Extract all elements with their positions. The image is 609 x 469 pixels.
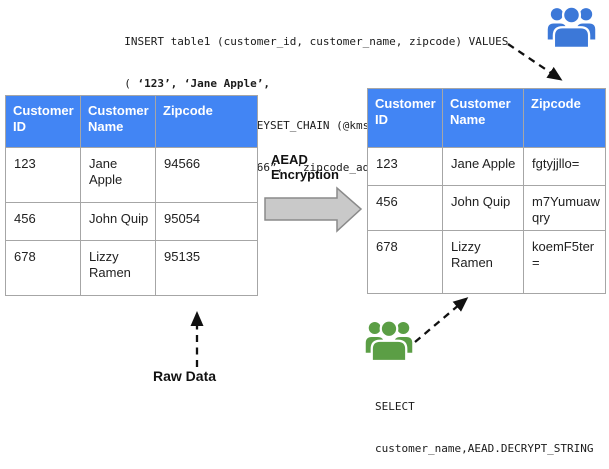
cell-zipcode: 94566 [155,147,258,203]
column-header-customer-name: Customer Name [80,95,156,148]
raw-data-label: Raw Data [153,368,217,384]
table-header-row: Customer ID Customer Name Zipcode [367,88,606,148]
table-row: 456 John Quip m7Yumuawqry [367,185,606,231]
column-header-customer-id: Customer ID [5,95,81,148]
cell-customer-id: 456 [5,202,81,241]
select-flow-dashed-arrow [414,297,469,343]
table-row: 678 Lizzy Ramen koemF5ter= [367,230,606,294]
cell-encrypted-zipcode: fgtyjjllo= [523,147,606,186]
table-row: 123 Jane Apple fgtyjjllo= [367,147,606,186]
select-sql-line-2: customer_name,AEAD.DECRYPT_STRING [375,442,594,455]
cell-customer-name: Jane Apple [442,147,524,186]
column-header-customer-name: Customer Name [442,88,524,148]
table-row: 456 John Quip 95054 [5,202,258,241]
cell-encrypted-zipcode: m7Yumuawqry [523,185,606,231]
cell-customer-id: 678 [367,230,443,294]
cell-encrypted-zipcode: koemF5ter= [523,230,606,294]
aead-encryption-label-line2: Encryption [271,167,339,182]
raw-data-table: Customer ID Customer Name Zipcode 123 Ja… [5,95,258,296]
table-row: 678 Lizzy Ramen 95135 [5,240,258,296]
cell-customer-name: Jane Apple [80,147,156,203]
cell-zipcode: 95054 [155,202,258,241]
encrypted-data-table: Customer ID Customer Name Zipcode 123 Ja… [367,88,606,294]
people-group-icon-green [365,318,413,367]
column-header-zipcode: Zipcode [523,88,606,148]
cell-customer-id: 456 [367,185,443,231]
insert-sql-line-2: ( ‘123’, ‘Jane Apple’, [111,77,508,91]
cell-customer-name: Lizzy Ramen [442,230,524,294]
people-group-icon-blue [547,4,596,54]
cell-customer-id: 123 [367,147,443,186]
aead-encryption-label: AEAD Encryption [271,152,339,182]
cell-customer-name: John Quip [442,185,524,231]
insert-sql-line-2-pre: ( [111,77,138,90]
select-sql-code: SELECT customer_name,AEAD.DECRYPT_STRING… [375,372,594,469]
insert-sql-line-2-values: ‘123’, ‘Jane Apple’, [137,77,270,90]
table-header-row: Customer ID Customer Name Zipcode [5,95,258,148]
select-sql-line-1: SELECT [375,400,415,413]
insert-sql-line-1: INSERT table1 (customer_id, customer_nam… [111,35,509,48]
aead-encryption-label-line1: AEAD [271,152,308,167]
cell-customer-id: 123 [5,147,81,203]
cell-customer-name: Lizzy Ramen [80,240,156,296]
cell-customer-id: 678 [5,240,81,296]
column-header-zipcode: Zipcode [155,95,258,148]
column-header-customer-id: Customer ID [367,88,443,148]
cell-zipcode: 95135 [155,240,258,296]
table-row: 123 Jane Apple 94566 [5,147,258,203]
cell-customer-name: John Quip [80,202,156,241]
